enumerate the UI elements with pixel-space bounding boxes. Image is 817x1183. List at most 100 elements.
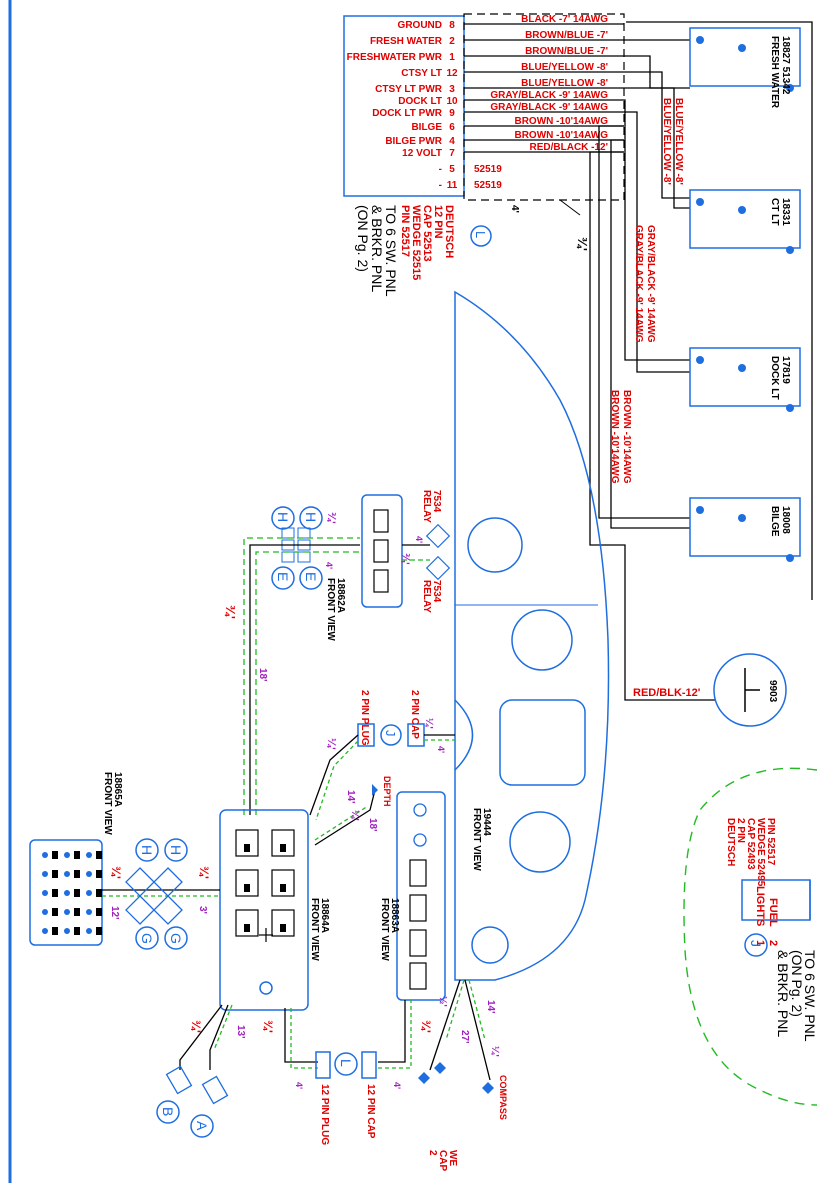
j-lower-spec-1: DEUTSCH <box>725 818 736 866</box>
breaker-dot <box>86 928 92 934</box>
connector-l-letter-circle <box>470 225 492 247</box>
horn-part: 9903 <box>767 680 778 703</box>
compass-dim-27: 27' <box>459 1030 470 1044</box>
ab-connectors: B A ¾' 13' <box>156 1004 246 1138</box>
breaker-dot <box>64 928 70 934</box>
connector-j-lower-boundary <box>683 767 817 1106</box>
device-terminal <box>696 506 704 514</box>
j-lower-pin-2: FUEL <box>767 898 779 927</box>
connector-l-pin-name: - <box>439 164 442 175</box>
connector-l-pin-name: CTSY LT PWR <box>375 84 443 95</box>
j-lower-pin-2-num: 2 <box>767 940 779 946</box>
bottom-fragment-3: WE <box>447 1150 458 1166</box>
compass-label: COMPASS <box>498 1075 508 1120</box>
connector-l-pin-name: BILGE PWR <box>385 136 442 147</box>
j-lower-spec-5: PIN 52517 <box>765 818 776 866</box>
vwire-label-6: BROWN -10'14AWG <box>609 390 620 484</box>
connector-l-pin-name: - <box>439 180 442 191</box>
panel-18865a-part: 18865A <box>112 772 123 807</box>
vwire-label-3: GRAY/BLACK -9' 14AWG <box>645 225 656 343</box>
breaker-dot <box>86 871 92 877</box>
breaker-dot <box>42 890 48 896</box>
plug-l-cap-label: 12 PIN CAP <box>365 1084 376 1139</box>
harness-lines <box>243 537 430 815</box>
breaker-dot <box>86 909 92 915</box>
relay-dim-4: 4' <box>414 536 424 543</box>
harness-dim-34: ¾' <box>223 605 238 619</box>
depth-dim-14: ¼' <box>349 810 360 821</box>
plug-j-dim-14: ¼' <box>423 718 434 729</box>
j-lower-letter: J <box>748 940 764 947</box>
connector-l-pin-name: GROUND <box>398 20 442 31</box>
vwire-label-2: BLUE/YELLOW -8' <box>661 98 672 185</box>
connector-l-wire-label: GRAY/BLACK -9' 14AWG <box>490 90 608 101</box>
panel-19444: 19444 FRONT VIEW <box>454 290 610 981</box>
panel-19444-view: FRONT VIEW <box>471 808 482 871</box>
panel-18862a: 18862A FRONT VIEW 7534 RELAY 7534 RELAY … <box>281 490 451 641</box>
breaker-dot <box>42 909 48 915</box>
j-lower-spec-2: 2 PIN <box>735 818 746 843</box>
j-dim-14c: 14' <box>345 790 356 804</box>
connector-l-pin-num: 11 <box>447 180 458 191</box>
letter-e-1: E <box>275 572 291 581</box>
connector-l-pin-name: DOCK LT PWR <box>372 108 443 119</box>
device-name: BILGE <box>769 506 780 537</box>
connector-l-dest-2: & BRKR. PNL <box>369 205 385 292</box>
letter-h-2: H <box>168 845 184 855</box>
ab-dim-34: ¾' <box>189 1020 203 1033</box>
hg-dim-3: 3' <box>197 906 208 914</box>
hg-dim-12: 12' <box>109 906 120 920</box>
compass-wires: COMPASS ½' 27' 14' ¼' <box>418 979 508 1120</box>
top-wires <box>589 21 813 701</box>
depth-wire: DEPTH 18' ¼' <box>314 776 392 846</box>
plug-j-letter: J <box>383 730 398 737</box>
breaker-dot <box>64 890 70 896</box>
horn-circle <box>713 653 787 727</box>
connector-l-pin-num: 2 <box>449 36 455 47</box>
relay-dim-34: ¾' <box>399 553 411 565</box>
j-lower-spec-4: WEDGE 52495 <box>755 818 766 887</box>
connector-l-dest-1: TO 6 SW. PNL <box>383 205 399 297</box>
device-terminal <box>786 246 794 254</box>
letter-h-1: H <box>139 845 155 855</box>
j-lower-pin-1-num: 1 <box>754 940 766 946</box>
panel-18863a-view: FRONT VIEW <box>379 898 390 961</box>
plug-l-dim-34a: ¾' <box>261 1020 275 1033</box>
plug-j-cap-label: 2 PIN CAP <box>409 690 420 739</box>
relay-top-label: RELAY <box>421 490 432 523</box>
device-box <box>689 497 801 557</box>
breaker-dot <box>42 928 48 934</box>
device-terminal <box>696 198 704 206</box>
panel-18865a-view: FRONT VIEW <box>102 772 113 835</box>
connector-l-wire-label: BLACK -7' 14AWG <box>521 14 608 25</box>
horn-wire-label: RED/BLK-12' <box>633 687 701 699</box>
vwire-label-5: BROWN -10'14AWG <box>621 390 632 484</box>
device-terminal <box>696 356 704 364</box>
hg-dim-34b: ¾' <box>197 866 211 879</box>
hg-dim-34a: ¾' <box>109 866 123 879</box>
horn-9903: 9903 RED/BLK-12' <box>633 653 787 727</box>
harness-dim-18: 18' <box>257 668 268 682</box>
connector-l-wire-label: 52519 <box>474 180 502 191</box>
panel-18862a-view: FRONT VIEW <box>325 578 336 641</box>
device-box <box>689 189 801 249</box>
device-terminal <box>696 36 704 44</box>
panel-18862a-part: 18862A <box>335 578 346 613</box>
connector-l-wire-label: BROWN -10'14AWG <box>514 116 608 127</box>
panel-18863a-part: 18863A <box>389 898 400 933</box>
plug-l-dim-4b: 4' <box>392 1082 402 1089</box>
connector-l-wire-label: BROWN/BLUE -7' <box>525 46 608 57</box>
connector-l-pin-name: 12 VOLT <box>402 148 442 159</box>
device-terminal <box>786 84 794 92</box>
j-lower-pin-1: LIGHTS <box>754 886 766 926</box>
connector-l-dim-4: 4' <box>509 205 520 213</box>
connector-l-spec-4: WEDGE 52515 <box>410 205 422 280</box>
panel-19444-part: 19444 <box>481 808 492 836</box>
ab-dim-13: 13' <box>235 1025 246 1039</box>
device-name: DOCK LT <box>769 356 780 400</box>
letter-b: B <box>160 1107 176 1116</box>
connector-l-spec-2: 12 PIN <box>432 205 444 239</box>
connector-l-wire-label: BLUE/YELLOW -8' <box>521 62 608 73</box>
connector-l-pin-num: 1 <box>449 52 455 63</box>
